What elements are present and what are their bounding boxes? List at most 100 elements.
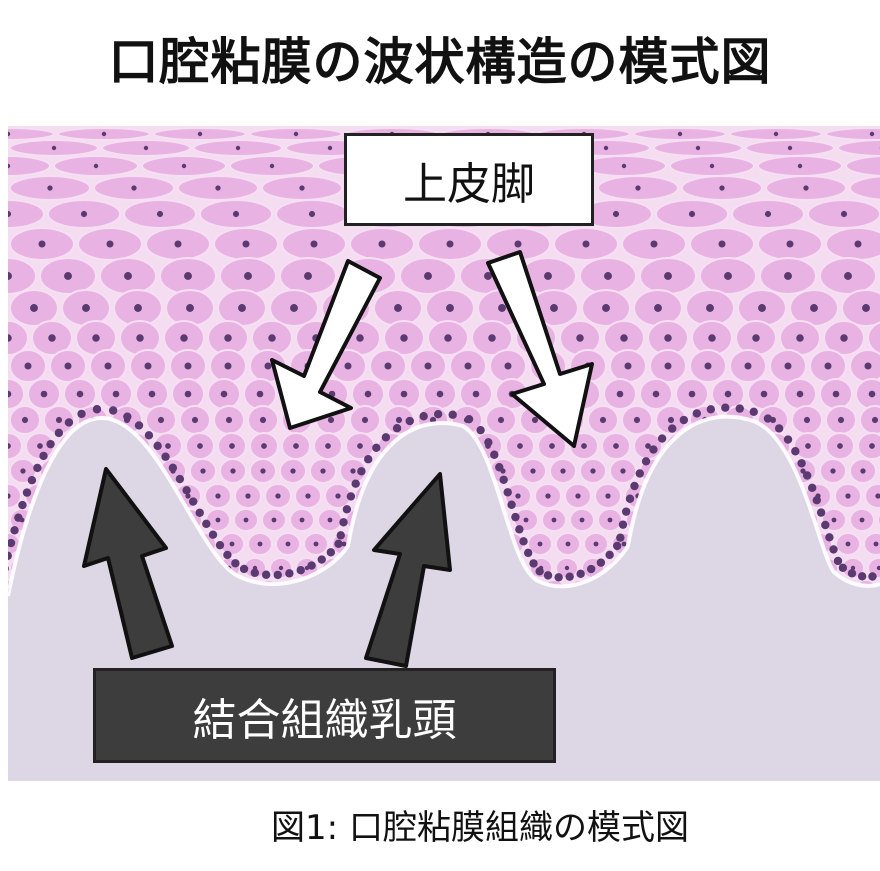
cell-nucleus xyxy=(310,240,318,248)
cell-nucleus xyxy=(364,390,372,398)
cell-nucleus xyxy=(40,390,48,398)
mucosa-illustration xyxy=(8,126,880,781)
figure-caption: 図1: 口腔粘膜組織の模式図 xyxy=(271,808,689,848)
cell-nucleus xyxy=(515,493,521,499)
cell-nucleus xyxy=(840,334,848,342)
epithelial-cell xyxy=(8,257,37,295)
arrow-down-left-icon xyxy=(270,259,382,430)
basal-cell xyxy=(476,425,485,435)
cell-nucleus xyxy=(325,443,331,449)
basal-cell xyxy=(339,518,348,527)
connective-tissue-papilla-label: 結合組織乳頭 xyxy=(93,668,556,763)
basal-cell xyxy=(364,455,373,464)
basal-cell xyxy=(511,512,520,522)
cell-nucleus xyxy=(484,272,492,280)
cell-nucleus xyxy=(37,443,43,449)
cell-nucleus xyxy=(831,517,837,523)
cell-nucleus xyxy=(197,131,203,137)
cell-nucleus xyxy=(579,517,585,523)
cell-nucleus xyxy=(104,362,112,370)
basal-cell xyxy=(77,409,86,419)
basal-cell xyxy=(405,416,414,426)
epithelial-cell xyxy=(825,227,880,261)
cell-nucleus xyxy=(576,334,584,342)
cell-nucleus xyxy=(523,517,529,523)
cell-nucleus xyxy=(220,390,228,398)
cell-nucleus xyxy=(293,443,299,449)
cell-nucleus xyxy=(400,390,408,398)
cell-nucleus xyxy=(299,185,305,191)
cell-nucleus xyxy=(575,493,581,499)
cell-nucleus xyxy=(308,210,316,218)
basal-cell xyxy=(868,572,877,581)
epithelial-ridge-label: 上皮脚 xyxy=(344,133,594,226)
cell-nucleus xyxy=(620,334,628,342)
basal-cell xyxy=(641,457,651,466)
cell-nucleus xyxy=(327,145,333,151)
epithelial-cell xyxy=(8,199,45,229)
cell-nucleus xyxy=(24,362,32,370)
cell-nucleus xyxy=(444,334,452,342)
basal-cell xyxy=(8,551,12,560)
cell-nucleus xyxy=(837,443,843,449)
arrow-down-right-icon xyxy=(486,250,594,448)
cell-nucleus xyxy=(361,416,369,424)
basal-cell xyxy=(529,559,538,568)
cell-nucleus xyxy=(8,493,11,499)
cell-nucleus xyxy=(224,362,232,370)
cell-nucleus xyxy=(112,390,120,398)
cell-nucleus xyxy=(156,210,164,218)
basal-cell xyxy=(519,537,528,546)
cell-nucleus xyxy=(92,334,100,342)
cell-nucleus xyxy=(290,304,298,312)
cell-nucleus xyxy=(144,362,152,370)
cell-nucleus xyxy=(232,210,240,218)
basal-cell xyxy=(657,434,667,443)
cell-nucleus xyxy=(64,362,72,370)
cell-nucleus xyxy=(613,443,619,449)
basal-cell xyxy=(829,545,838,554)
basal-cell xyxy=(223,550,232,560)
cell-nucleus xyxy=(76,390,84,398)
basal-cell xyxy=(838,563,848,572)
cell-nucleus xyxy=(200,468,206,474)
cell-nucleus xyxy=(803,185,809,191)
cell-nucleus xyxy=(436,390,444,398)
cell-nucleus xyxy=(80,210,88,218)
basal-cell xyxy=(649,445,658,454)
basal-cell xyxy=(668,424,677,433)
cell-nucleus xyxy=(313,541,319,547)
cell-nucleus xyxy=(197,443,203,449)
cell-nucleus xyxy=(616,390,624,398)
basal-cell xyxy=(797,459,806,468)
basal-cell xyxy=(27,476,37,485)
cell-nucleus xyxy=(20,468,26,474)
cell-nucleus xyxy=(148,390,156,398)
basal-cell xyxy=(334,539,343,549)
cell-nucleus xyxy=(845,541,851,547)
cell-nucleus xyxy=(238,304,246,312)
basal-cell xyxy=(821,520,830,530)
basal-cell xyxy=(499,475,508,484)
basal-cell xyxy=(10,526,19,535)
basal-cell xyxy=(735,404,744,413)
basal-cell xyxy=(802,471,812,480)
basal-cell-layer xyxy=(8,403,877,582)
cell-nucleus xyxy=(257,541,263,547)
basal-cell xyxy=(54,428,64,438)
cell-nucleus xyxy=(537,541,543,547)
cell-nucleus xyxy=(299,517,305,523)
basal-cell xyxy=(285,569,294,578)
cell-nucleus xyxy=(93,163,99,169)
cell-nucleus xyxy=(230,468,236,474)
basal-cell xyxy=(372,443,381,452)
epithelial-cell xyxy=(877,508,880,532)
basal-cell xyxy=(847,569,857,578)
cell-nucleus xyxy=(810,304,818,312)
cell-nucleus xyxy=(607,517,613,523)
cell-nucleus xyxy=(786,240,794,248)
epithelial-cell xyxy=(845,155,880,177)
cell-nucleus xyxy=(551,517,557,523)
cell-nucleus xyxy=(764,210,772,218)
cell-nucleus xyxy=(293,131,299,137)
